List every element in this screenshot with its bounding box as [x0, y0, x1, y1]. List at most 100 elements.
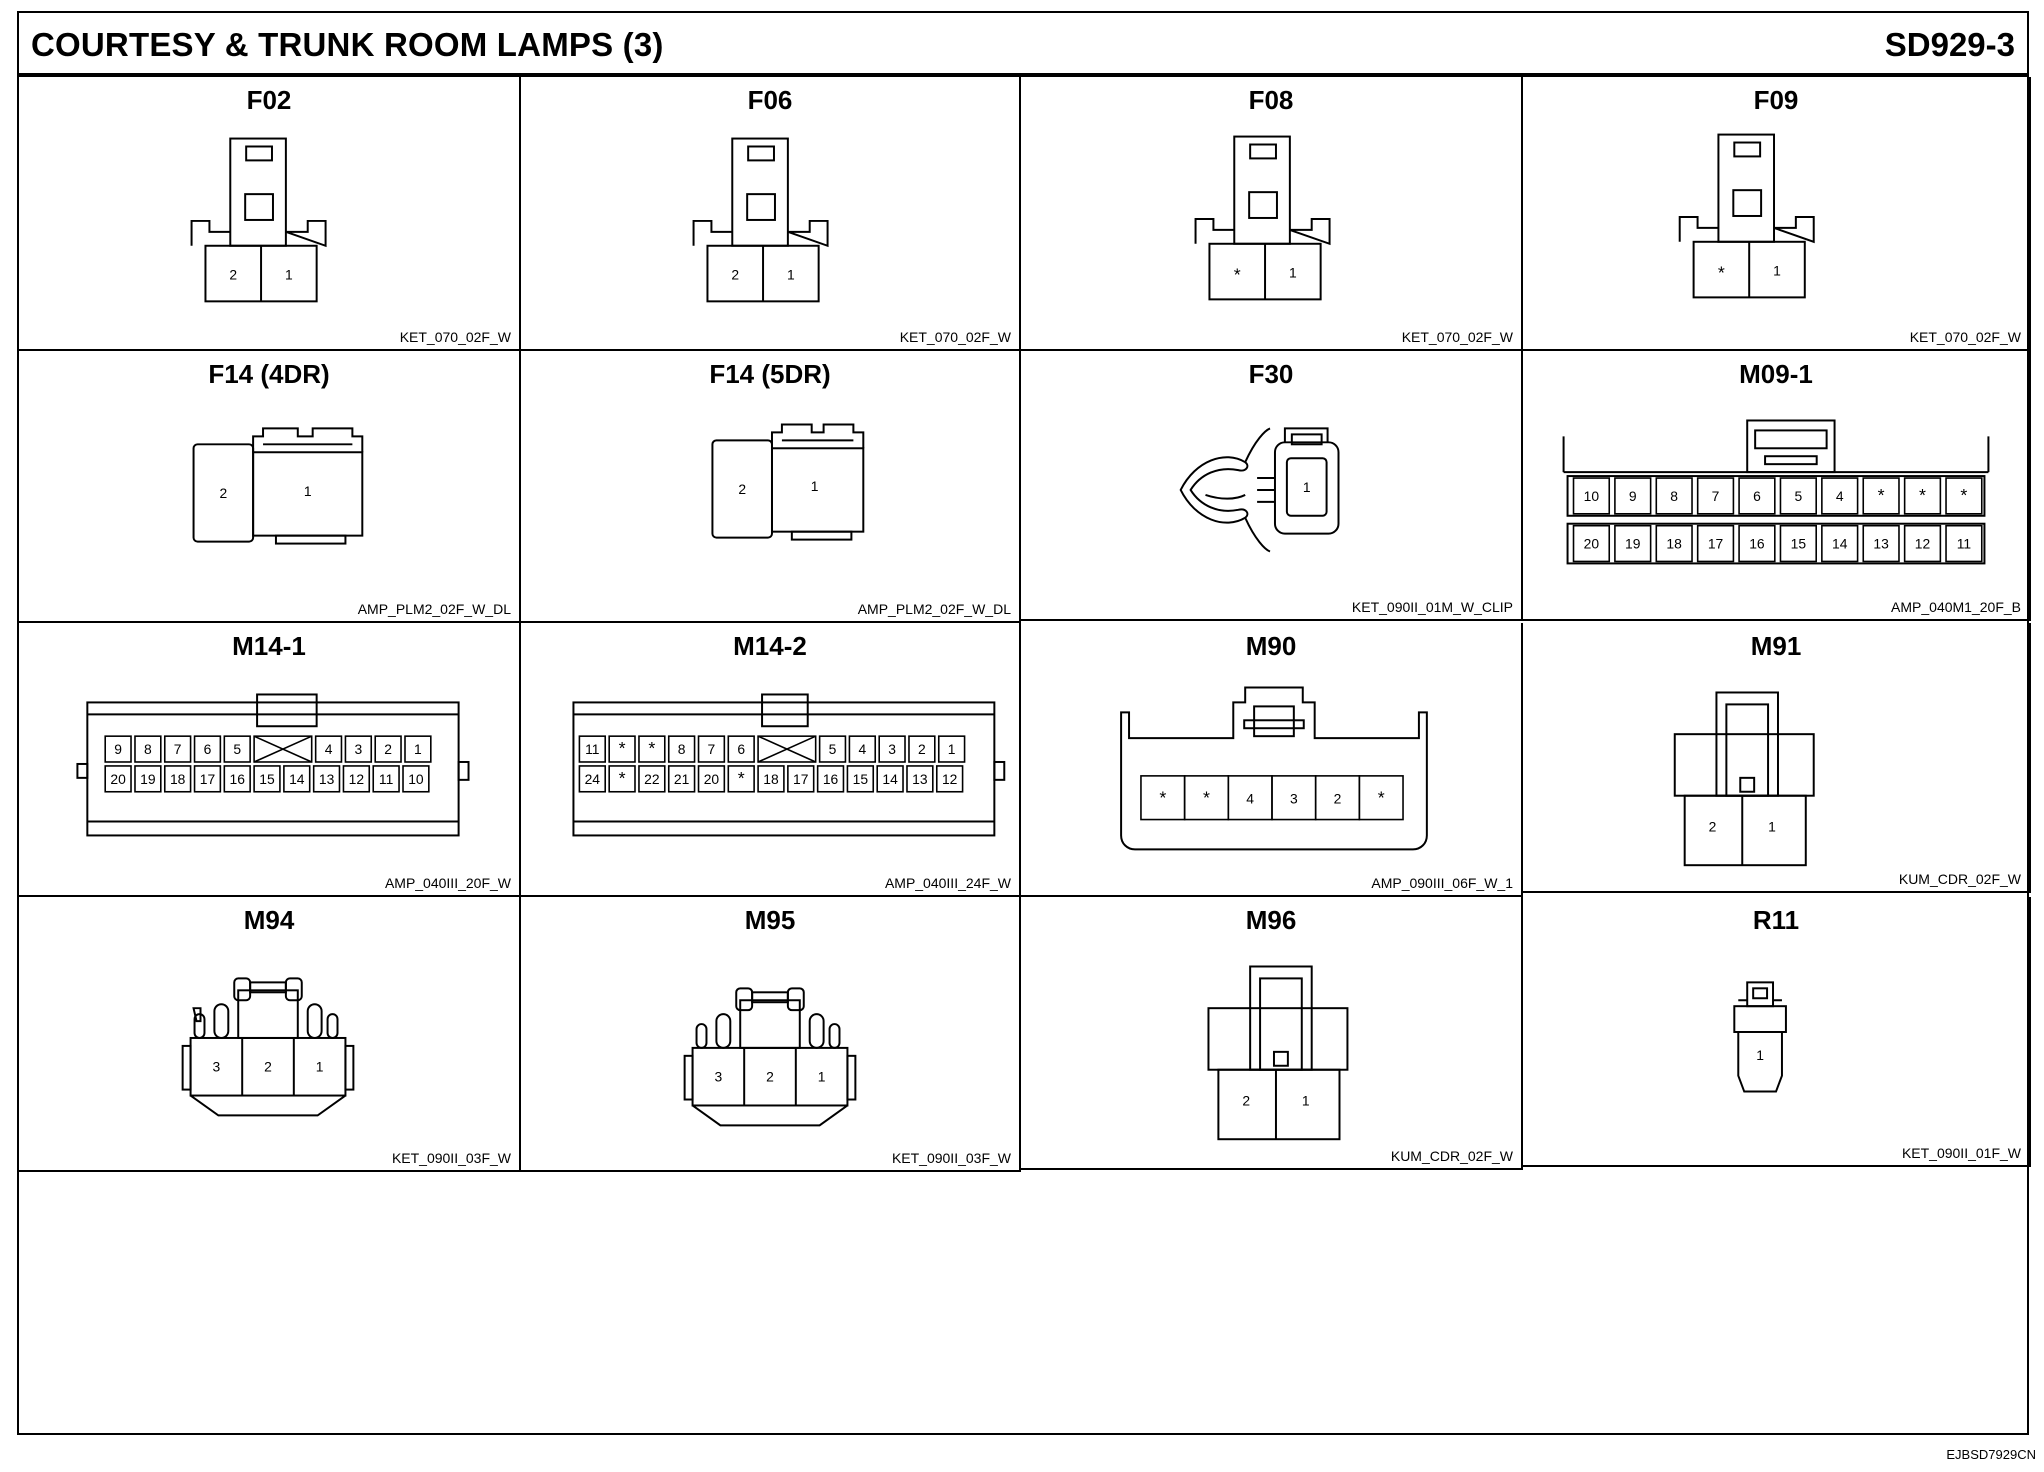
pin-label: 18	[1666, 536, 1682, 552]
pin-cell	[253, 735, 313, 763]
pin-label: *	[1718, 263, 1725, 283]
pin-cell	[1696, 477, 1735, 515]
connector-cell-f06: F06 2 1 KET_070_02F_W	[521, 77, 1021, 351]
pin-label: 4	[1246, 791, 1254, 807]
pin-label: 7	[708, 741, 716, 757]
document-code: EJBSD7929CN	[1946, 1447, 2036, 1462]
pin-label: 8	[1670, 488, 1678, 504]
pin-label: 20	[1584, 536, 1600, 552]
part-number: KUM_CDR_02F_W	[1898, 871, 2021, 887]
part-number: KET_070_02F_W	[899, 329, 1011, 345]
pin-label: 19	[140, 771, 156, 787]
pin-label: *	[648, 738, 655, 758]
two-pin-latch-connector-icon: 2 1	[692, 137, 829, 303]
pin-label: 2	[229, 267, 237, 283]
connector-name: M95	[744, 905, 796, 935]
pin-cell	[1903, 477, 1942, 515]
connector-name: R11	[1752, 905, 1800, 935]
part-number: KET_070_02F_W	[1909, 329, 2021, 345]
pin-cell	[578, 765, 607, 793]
connector-name: F08	[1248, 85, 1294, 115]
pin-label: 21	[674, 771, 690, 787]
pin-label: 4	[858, 741, 866, 757]
pin-cell	[846, 765, 875, 793]
pin-cell	[1903, 524, 1942, 563]
part-number: KET_090II_01M_W_CLIP	[1351, 599, 1513, 615]
pin-cell	[608, 765, 636, 793]
pin-label: 8	[144, 741, 152, 757]
pin-cell	[608, 735, 636, 763]
pin-label: 2	[384, 741, 392, 757]
part-number: KET_090II_03F_W	[891, 1150, 1011, 1166]
pin-cell	[134, 765, 162, 793]
pin-cell	[134, 735, 162, 763]
part-number: AMP_PLM2_02F_W_DL	[857, 601, 1011, 617]
pin-label: 14	[1832, 536, 1848, 552]
pin-label: *	[1378, 788, 1385, 808]
pin-label: 17	[200, 771, 216, 787]
pin-label: 16	[230, 771, 246, 787]
pin-label: 1	[1302, 1092, 1310, 1108]
pin-cell	[1655, 477, 1693, 515]
pin-label: 2	[264, 1059, 272, 1075]
pin-label: 1	[1303, 479, 1311, 495]
pin-cell	[1821, 477, 1859, 515]
pin-label: 14	[289, 771, 305, 787]
pin-label: 11	[585, 741, 600, 757]
pin-label: 18	[170, 771, 186, 787]
pin-label: 22	[644, 771, 660, 787]
part-number: AMP_040M1_20F_B	[1891, 599, 2021, 615]
pin-label: 1	[285, 267, 293, 283]
pin-cell	[697, 735, 726, 763]
pin-label: 18	[763, 771, 779, 787]
pin-label: 3	[354, 741, 362, 757]
pin-cell	[283, 765, 311, 793]
page-title: COURTESY & TRUNK ROOM LAMPS (3)	[31, 26, 664, 63]
connector-name: F14 (5DR)	[709, 359, 831, 389]
pin-cell	[1779, 477, 1817, 515]
part-number: KET_070_02F_W	[1401, 329, 1513, 345]
pin-label: 1	[811, 478, 819, 494]
pin-label: 9	[114, 741, 122, 757]
pin-label: 7	[174, 741, 182, 757]
connector-cell-f08: F08 * 1 KET_070_02F_W	[1021, 77, 1523, 351]
pin-cell	[163, 735, 192, 763]
pin-label: 1	[304, 483, 312, 499]
connector-name: F30	[1248, 359, 1294, 389]
pin-cell	[104, 765, 132, 793]
pin-cell	[578, 735, 607, 763]
sheet-code: SD929-3	[1884, 26, 2015, 63]
pin-label: 1	[1756, 1047, 1764, 1063]
tall-latch-connector-icon: 2 1	[1673, 691, 1815, 867]
pin-label: 17	[793, 771, 809, 787]
part-number: AMP_090III_06F_W_1	[1371, 875, 1513, 891]
pin-cell	[1358, 775, 1404, 821]
pin-label: 16	[823, 771, 839, 787]
pin-label: 3	[213, 1059, 221, 1075]
pin-cell	[697, 765, 726, 793]
pin-cell	[1738, 524, 1776, 563]
pin-label: 4	[325, 741, 333, 757]
part-number: KET_090II_03F_W	[391, 1150, 511, 1166]
pin-cell	[1696, 524, 1735, 563]
pin-label: 1	[1773, 263, 1781, 279]
pin-label: 2	[219, 485, 227, 501]
pin-label: 12	[942, 771, 958, 787]
two-pin-latch-connector-icon: 2 1	[190, 137, 327, 303]
pin-label: 2	[1709, 818, 1717, 834]
pin-label: 11	[379, 771, 394, 787]
connector-name: M94	[243, 905, 295, 935]
pin-cell	[876, 765, 904, 793]
pin-label: 7	[1712, 488, 1720, 504]
connector-name: M09-1	[1739, 359, 1813, 389]
pin-label: 8	[678, 741, 686, 757]
pin-label: 14	[882, 771, 898, 787]
pin-label: *	[619, 768, 626, 788]
pin-cell	[1572, 524, 1611, 563]
pin-label: 2	[1242, 1092, 1250, 1108]
pin-label: 1	[948, 741, 956, 757]
